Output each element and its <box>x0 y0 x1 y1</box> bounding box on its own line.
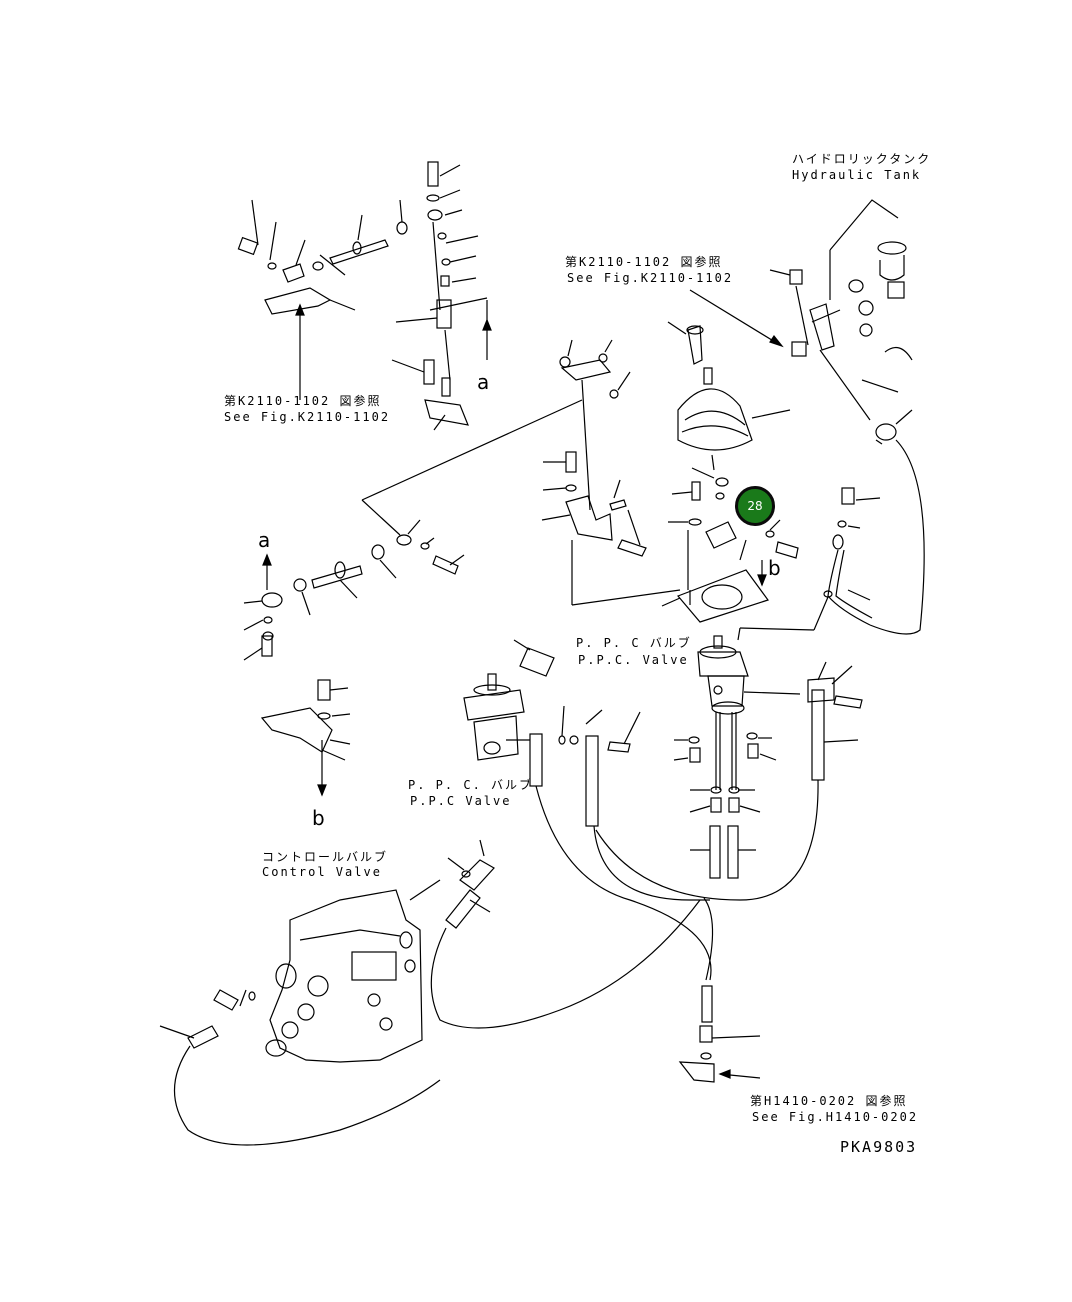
hydraulic-tank-label-en: Hydraulic Tank <box>792 168 922 182</box>
k2110-leader <box>689 289 784 348</box>
control-valve <box>159 839 701 1146</box>
ref-k2110-label-en: See Fig.K2110-1102 <box>567 271 734 285</box>
hydraulic-tank <box>769 199 925 635</box>
hydraulic-tank-label-jp: ハイドロリックタンク <box>792 152 932 166</box>
left-ppc-valve <box>463 639 712 981</box>
marker-a-left: a <box>258 528 271 552</box>
drawing-code: PKA9803 <box>840 1138 918 1156</box>
marker-b-left: b <box>312 806 325 830</box>
center-bracket <box>541 339 681 606</box>
ppc-valve-right-label-jp: P. P. C バルブ <box>576 636 692 650</box>
ppc-valve-left-label-en: P.P.C Valve <box>410 794 512 808</box>
callout-28[interactable]: 28 <box>735 486 775 526</box>
right-ppc-valve <box>595 635 863 901</box>
marker-b-right: b <box>768 556 781 580</box>
ppc-valve-left-label-jp: P. P. C. バルブ <box>408 778 534 792</box>
left-middle-linkage <box>243 399 583 661</box>
upper-left-linkage <box>237 161 492 431</box>
control-valve-label-jp: コントロールバルブ <box>262 850 389 864</box>
ref-h1410-label-jp: 第H1410-0202 図参照 <box>750 1094 908 1108</box>
ref-k2110-left-label-en: See Fig.K2110-1102 <box>224 410 391 424</box>
left-bracket <box>260 679 351 797</box>
control-valve-label-en: Control Valve <box>262 865 382 879</box>
joystick-assembly <box>661 321 799 623</box>
ref-k2110-left-label-jp: 第K2110-1102 図参照 <box>224 394 382 408</box>
ref-k2110-label-jp: 第K2110-1102 図参照 <box>565 255 723 269</box>
bottom-fittings <box>678 897 761 1083</box>
marker-a-top: a <box>477 370 490 394</box>
ppc-valve-right-label-en: P.P.C. Valve <box>578 653 689 667</box>
ref-h1410-label-en: See Fig.H1410-0202 <box>752 1110 919 1124</box>
right-hose <box>737 487 881 641</box>
